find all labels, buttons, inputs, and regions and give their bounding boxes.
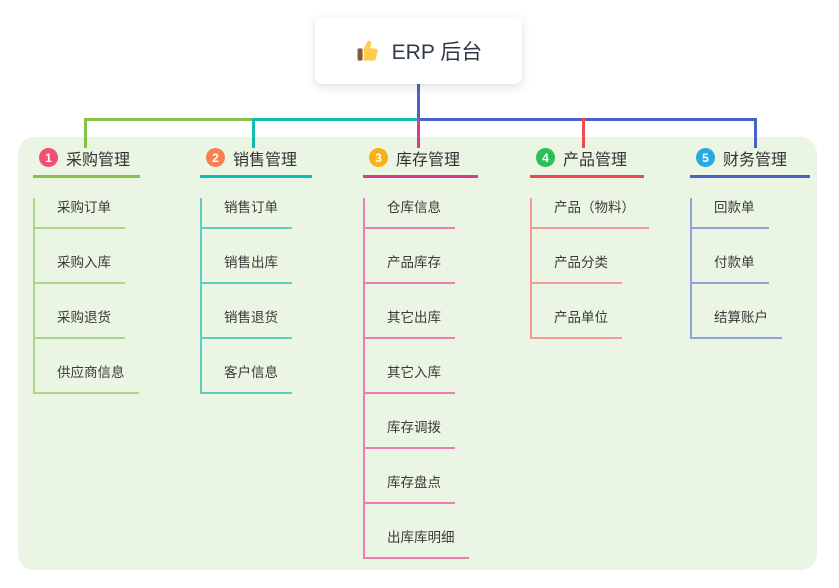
branch-column: 4 产品管理 产品（物料） 产品分类产品单位 [530,146,649,339]
root-node[interactable]: ERP 后台 [315,17,522,84]
connector-drop-3 [417,118,420,148]
branch-title: 财务管理 [723,151,788,169]
branch-title: 产品管理 [563,151,628,169]
branch-column: 2 销售管理 销售订单销售出库销售退货客户信息 [200,146,312,394]
child-node[interactable]: 采购入库 [35,253,125,284]
branch-title: 销售管理 [233,151,298,169]
connector-bus-green [84,118,252,121]
child-node[interactable]: 产品分类 [532,253,622,284]
branch-children: 销售订单销售出库销售退货客户信息 [200,198,312,394]
branch-children: 采购订单采购入库采购退货供应商信息 [33,198,140,394]
child-node[interactable]: 出库库明细 [365,528,469,559]
child-node[interactable]: 采购订单 [35,198,125,229]
branch-title: 库存管理 [396,151,461,169]
child-node[interactable]: 产品单位 [532,308,622,339]
branch-column: 1 采购管理 采购订单采购入库采购退货供应商信息 [33,146,140,394]
child-node[interactable]: 其它入库 [365,363,455,394]
branch-header[interactable]: 2 销售管理 [200,146,312,178]
root-title: ERP 后台 [391,40,483,64]
branch-number-badge: 3 [369,148,388,167]
connector-bus-indigo [419,118,757,121]
child-node[interactable]: 库存调拨 [365,418,455,449]
connector-drop-5 [754,118,757,148]
connector-drop-4 [582,118,585,148]
connector-drop-2 [252,118,255,148]
child-node[interactable]: 产品（物料） [532,198,649,229]
branch-number-badge: 2 [206,148,225,167]
branch-number-badge: 5 [696,148,715,167]
branch-header[interactable]: 4 产品管理 [530,146,644,178]
child-node[interactable]: 供应商信息 [35,363,139,394]
child-node[interactable]: 结算账户 [692,308,782,339]
branch-header[interactable]: 5 财务管理 [690,146,810,178]
child-node[interactable]: 仓库信息 [365,198,455,229]
branch-number-badge: 1 [39,148,58,167]
thumbs-up-icon [355,37,382,64]
child-node[interactable]: 回款单 [692,198,769,229]
connector-root [417,84,420,118]
child-node[interactable]: 付款单 [692,253,769,284]
child-node[interactable]: 销售出库 [202,253,292,284]
branches-panel [18,137,817,570]
child-node[interactable]: 其它出库 [365,308,455,339]
child-node[interactable]: 销售订单 [202,198,292,229]
branch-column: 3 库存管理 仓库信息产品库存其它出库其它入库库存调拨库存盘点出库库明细 [363,146,478,559]
child-node[interactable]: 采购退货 [35,308,125,339]
branch-header[interactable]: 3 库存管理 [363,146,478,178]
child-node[interactable]: 产品库存 [365,253,455,284]
branch-title: 采购管理 [66,151,131,169]
branch-number-badge: 4 [536,148,555,167]
branch-column: 5 财务管理 回款单付款单结算账户 [690,146,810,339]
branch-children: 回款单付款单结算账户 [690,198,810,339]
child-node[interactable]: 库存盘点 [365,473,455,504]
connector-drop-1 [84,118,87,148]
connector-bus-teal [252,118,419,121]
branch-children: 仓库信息产品库存其它出库其它入库库存调拨库存盘点出库库明细 [363,198,478,559]
child-node[interactable]: 客户信息 [202,363,292,394]
branch-children: 产品（物料） 产品分类产品单位 [530,198,649,339]
branch-header[interactable]: 1 采购管理 [33,146,140,178]
child-node[interactable]: 销售退货 [202,308,292,339]
